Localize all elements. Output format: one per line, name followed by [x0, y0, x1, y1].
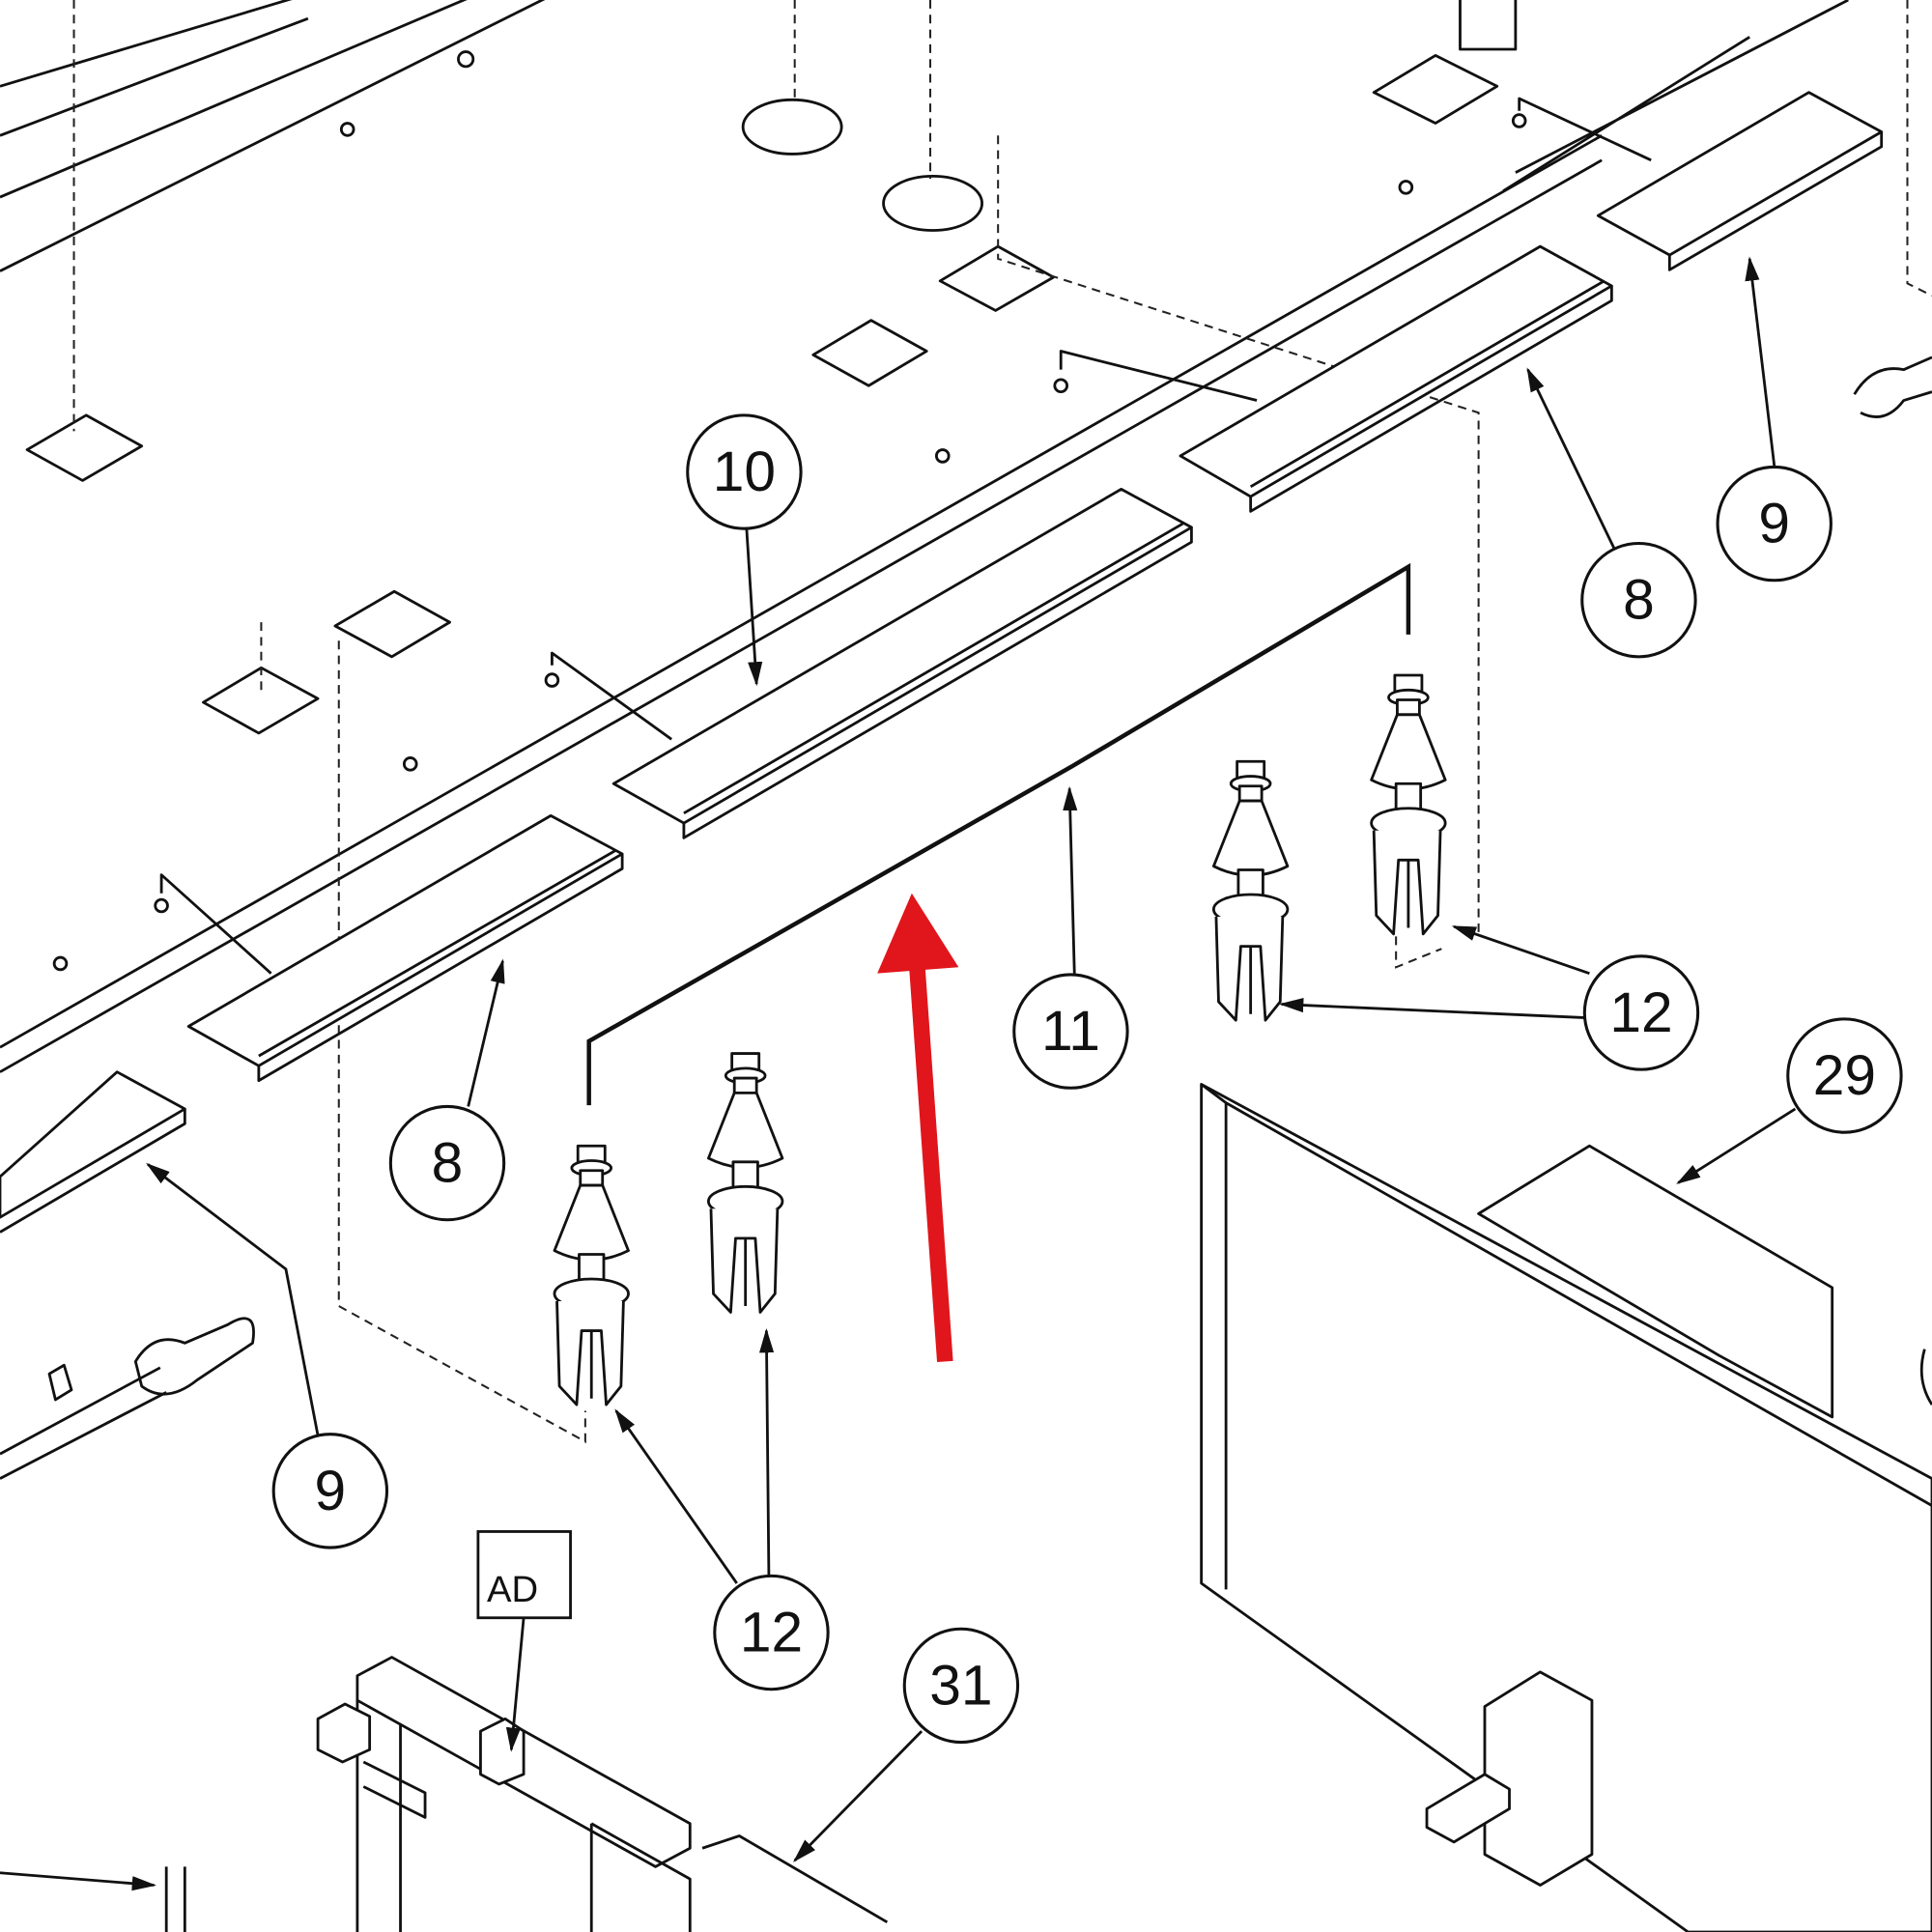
callout-9: 9	[271, 1433, 389, 1549]
leader-lines	[0, 256, 1797, 1891]
svg-text:31: 31	[929, 1654, 992, 1717]
svg-text:29: 29	[1813, 1044, 1876, 1107]
callout-9: 9	[1716, 465, 1833, 582]
callout-10: 10	[686, 413, 803, 530]
svg-text:8: 8	[432, 1132, 464, 1195]
wire-11	[586, 562, 1411, 1106]
svg-text:AD: AD	[487, 1569, 538, 1610]
tag-box-ad: AD	[476, 1530, 572, 1620]
svg-text:8: 8	[1623, 569, 1655, 632]
highlight-arrow	[877, 893, 959, 1363]
callout-29: 29	[1786, 1017, 1903, 1134]
callout-12: 12	[1582, 954, 1700, 1071]
svg-text:12: 12	[1609, 981, 1672, 1044]
plate-10	[611, 487, 1193, 839]
callout-8: 8	[388, 1104, 506, 1222]
plate-8-right	[1179, 244, 1613, 513]
svg-text:10: 10	[713, 440, 776, 503]
pin-12	[707, 1052, 784, 1314]
callout-31: 31	[902, 1627, 1020, 1745]
callout-12: 12	[713, 1574, 830, 1691]
pin-12	[553, 1144, 630, 1406]
callout-11: 11	[1012, 973, 1129, 1090]
plate-9-right	[1596, 91, 1884, 271]
plate-9-left	[0, 1070, 186, 1234]
svg-text:9: 9	[315, 1460, 347, 1522]
callout-8: 8	[1580, 541, 1697, 659]
svg-text:11: 11	[1041, 1000, 1100, 1063]
part-31	[316, 1656, 889, 1932]
svg-text:12: 12	[740, 1602, 803, 1664]
pin-12	[1370, 673, 1447, 936]
pin-12	[1211, 759, 1290, 1022]
plate-8-left	[186, 813, 624, 1083]
panel-29	[1200, 1083, 1932, 1932]
svg-text:9: 9	[1758, 493, 1790, 555]
